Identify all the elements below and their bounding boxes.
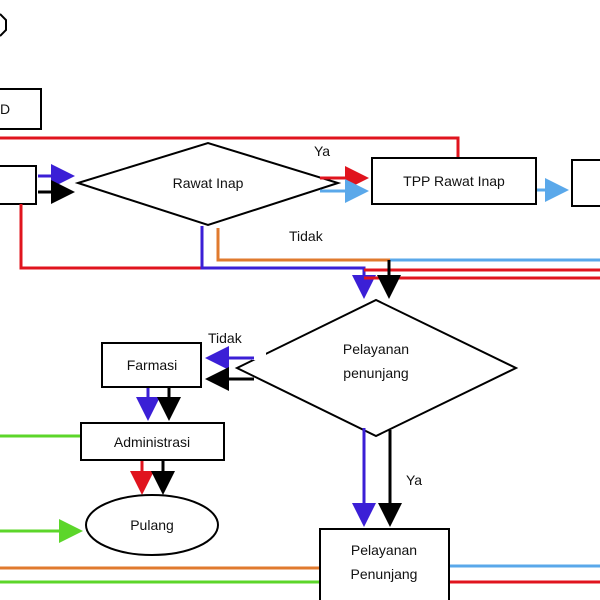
- administrasi-label: Administrasi: [114, 434, 190, 450]
- pelayanan-penunjang-box: [319, 528, 450, 600]
- pulang-label: Pulang: [130, 517, 174, 533]
- pelayanan-penunjang-decision-label-2: penunjang: [343, 365, 408, 381]
- farmasi-label: Farmasi: [127, 357, 178, 373]
- partial-top-left-shape: [0, 13, 7, 37]
- administrasi-box: [80, 422, 225, 461]
- edge-label-rawat-inap-tidak: Tidak: [289, 228, 324, 244]
- right-box: [571, 159, 600, 207]
- tpp-rawat-inap-label: TPP Rawat Inap: [403, 173, 505, 189]
- pelayanan-penunjang-box-label-1: Pelayanan: [351, 542, 417, 558]
- pelayanan-penunjang-decision: [234, 298, 519, 438]
- pulang-terminal: [85, 494, 219, 556]
- igd-box: [0, 88, 42, 130]
- pelayanan-penunjang-decision-label-1: Pelayanan: [343, 341, 409, 357]
- tpp-rawat-inap-box: [371, 157, 537, 205]
- purple-connector-decision: [200, 226, 376, 299]
- left-box: [0, 165, 37, 205]
- pelayanan-penunjang-box-label-2: Penunjang: [351, 566, 418, 582]
- farmasi-box: [101, 342, 202, 388]
- edge-label-penunjang-ya: Ya: [406, 472, 422, 488]
- edge-label-penunjang-tidak: Tidak: [208, 330, 243, 346]
- orange-connector-tidak: [216, 228, 390, 262]
- red-top-connector: [0, 136, 460, 157]
- edge-label-rawat-inap-ya: Ya: [314, 143, 330, 159]
- igd-box-label: D: [0, 101, 10, 117]
- red-connector-left: [19, 204, 202, 270]
- rawat-inap-label: Rawat Inap: [173, 175, 244, 191]
- rawat-inap-decision: [74, 141, 342, 227]
